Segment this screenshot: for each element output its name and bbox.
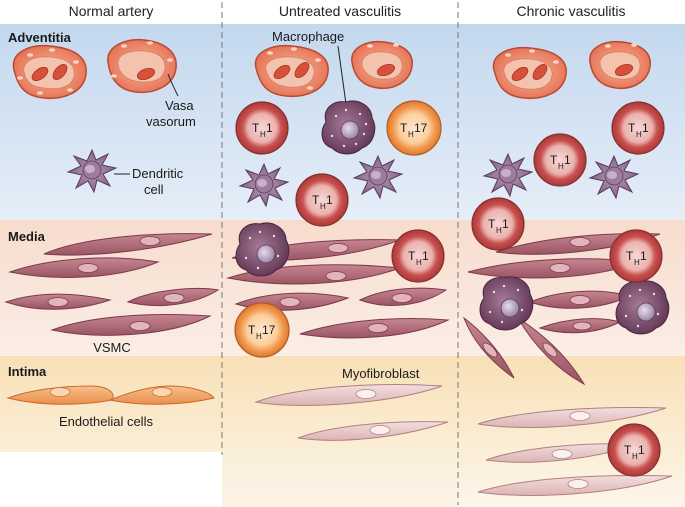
th1-cell: T H 1: [533, 133, 587, 187]
th1-cell: T H 1: [609, 229, 663, 283]
endothelial-cell: [6, 385, 114, 405]
th1-label-t: T: [312, 193, 320, 207]
th1-label-suffix: 1: [638, 443, 645, 457]
th1-label-h: H: [636, 130, 642, 139]
vasa-vasorum-pointer: [167, 73, 179, 97]
th1-label-suffix: 1: [564, 153, 571, 167]
vsmc-cell: [299, 318, 450, 339]
layer-label-intima: Intima: [8, 364, 47, 379]
column-title-normal: Normal artery: [69, 3, 154, 19]
macrophage-pointer: [337, 45, 347, 105]
th1-label-suffix: 1: [502, 217, 509, 231]
th1-cell: T H 1: [295, 173, 349, 227]
vasa-vasorum-vessel: [12, 44, 87, 100]
th1-label-t: T: [408, 249, 416, 263]
dendritic-cell: [66, 148, 118, 194]
th1-label-h: H: [632, 452, 638, 461]
endothelial-cell: [108, 385, 215, 405]
th17-cell: T H 17: [234, 302, 290, 358]
vasa-vasorum-vessel: [254, 44, 329, 98]
th1-label-h: H: [416, 258, 422, 267]
myofibroblast-cell: [477, 407, 667, 428]
column-title-untreated: Untreated vasculitis: [279, 3, 401, 19]
th1-label-t: T: [252, 121, 260, 135]
vasa-vasorum-label-line2: vasorum: [146, 114, 196, 129]
vasa-vasorum-vessel: [351, 40, 413, 90]
vsmc-cell: [4, 293, 112, 310]
vsmc-cell: [358, 287, 448, 306]
th17-label-suffix: 17: [414, 121, 428, 135]
dendritic-cell: [482, 152, 534, 198]
vsmc-cell: [538, 318, 622, 334]
th17-label-h: H: [408, 130, 414, 139]
th1-cell: T H 1: [607, 423, 661, 477]
vsmc-cell: [126, 288, 220, 307]
vasa-vasorum-vessel: [589, 40, 651, 90]
dendritic-cell: [238, 162, 290, 208]
th1-label-t: T: [488, 217, 496, 231]
vasa-vasorum-vessel: [107, 38, 177, 94]
th1-cell: T H 1: [235, 101, 289, 155]
th1-label-h: H: [558, 162, 564, 171]
th17-label-suffix: 17: [262, 323, 276, 337]
th1-label-h: H: [320, 202, 326, 211]
macrophage-cell: [615, 280, 670, 335]
vsmc-cell: [8, 257, 160, 278]
th1-cell: T H 1: [391, 229, 445, 283]
th1-label-t: T: [624, 443, 632, 457]
th1-label-h: H: [260, 130, 266, 139]
th1-label-t: T: [550, 153, 558, 167]
vsmc-label: VSMC: [93, 340, 131, 355]
myofibroblast-cell: [297, 421, 449, 441]
th1-label-suffix: 1: [266, 121, 273, 135]
macrophage-cell: [235, 222, 290, 277]
myofibroblast-label: Myofibroblast: [342, 366, 420, 381]
myofibroblast-cell: [254, 384, 443, 406]
layer-label-adventitia: Adventitia: [8, 30, 72, 45]
th1-label-h: H: [634, 258, 640, 267]
vasa-vasorum-label-line1: Vasa: [165, 98, 194, 113]
th17-label-h: H: [256, 332, 262, 341]
th1-label-t: T: [626, 249, 634, 263]
th1-cell: T H 1: [611, 101, 665, 155]
dendritic-cell: [588, 154, 640, 200]
vsmc-cell: [528, 290, 632, 309]
vasa-vasorum-vessel: [492, 46, 567, 100]
endothelial-label: Endothelial cells: [59, 414, 153, 429]
dendritic-cell: [352, 154, 404, 200]
th17-label-t: T: [400, 121, 408, 135]
th17-cell: T H 17: [386, 100, 442, 156]
myofibroblast-cell: [477, 475, 673, 496]
vsmc-cell: [43, 233, 213, 256]
dendritic-label-line1: Dendritic: [132, 166, 184, 181]
vsmc-cell: [517, 317, 586, 386]
th17-label-t: T: [248, 323, 256, 337]
macrophage-cell: [479, 276, 534, 331]
column-title-chronic: Chronic vasculitis: [517, 3, 626, 19]
layer-label-media: Media: [8, 229, 46, 244]
dendritic-label-line2: cell: [144, 182, 164, 197]
myofibroblast-cell: [485, 443, 641, 463]
vsmc-cell: [50, 314, 212, 336]
th1-label-suffix: 1: [642, 121, 649, 135]
th1-cell: T H 1: [471, 197, 525, 251]
th1-label-t: T: [628, 121, 636, 135]
th1-label-suffix: 1: [640, 249, 647, 263]
macrophage-label: Macrophage: [272, 29, 344, 44]
th1-label-suffix: 1: [326, 193, 333, 207]
th1-label-suffix: 1: [422, 249, 429, 263]
th1-label-h: H: [496, 226, 502, 235]
vsmc-cell: [462, 316, 515, 379]
macrophage-cell: [321, 100, 376, 155]
